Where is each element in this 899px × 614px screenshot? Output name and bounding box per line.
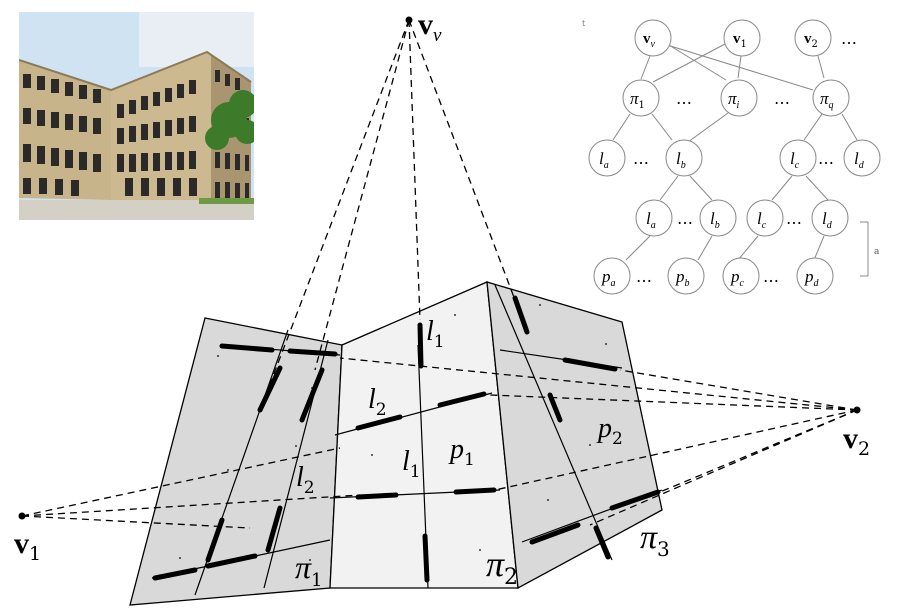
tree-node-v2: v2 (794, 19, 832, 57)
tree-node-la-r4: la (635, 199, 673, 237)
tree-node-pi1: π1 (622, 79, 660, 117)
svg-text:pc: pc (730, 267, 745, 289)
svg-text:πi: πi (728, 89, 740, 111)
label-l1-top: l1 (426, 316, 445, 352)
label-l2-left: l2 (296, 462, 315, 498)
tree-ellipsis-row2b: … (774, 89, 790, 108)
svg-text:la: la (646, 209, 656, 231)
building-photo (19, 12, 254, 220)
tree-node-lb-r4: lb (699, 199, 737, 237)
svg-text:ld: ld (854, 149, 865, 171)
tree-node-vv: vv (634, 19, 672, 57)
svg-text:v1: v1 (733, 31, 747, 50)
label-p2: p2 (596, 413, 623, 449)
tree-node-lc-r4: lc (746, 199, 784, 237)
tree-ellipsis-row1: … (841, 29, 857, 48)
tree-ellipsis-row4a: … (677, 209, 693, 228)
tree-node-ld-r3: ld (843, 139, 881, 177)
v1-vanishing-lines (21, 447, 361, 529)
plane-pi3-face (486, 281, 663, 590)
tree-node-ld-r4: ld (811, 199, 849, 237)
tree-node-pc: pc (722, 257, 760, 295)
svg-text:v2: v2 (804, 31, 818, 50)
vv-point (405, 16, 413, 24)
tree-edges (612, 41, 869, 277)
vertical-vanishing-lines (261, 19, 516, 406)
label-vv: vv (418, 8, 442, 46)
svg-text:pb: pb (675, 267, 690, 289)
label-pi1: π1 (295, 549, 322, 591)
svg-text:pd: pd (804, 267, 820, 289)
tree-ellipsis-row4b: … (786, 209, 802, 228)
photo-ground (19, 200, 254, 220)
svg-text:lb: lb (676, 149, 686, 171)
label-pi2: π2 (486, 544, 518, 590)
tree-node-piq: πq (812, 79, 850, 117)
texture-dots (179, 304, 607, 561)
label-pi3: π3 (640, 519, 670, 561)
tree-node-la-r3: la (588, 139, 626, 177)
photo-windows-left (23, 74, 101, 196)
svg-text:lc: lc (790, 149, 800, 171)
tree-node-pd: pd (796, 257, 834, 295)
tree-node-pb: pb (667, 257, 705, 295)
tree-node-pii: πi (720, 79, 758, 117)
label-v1: v1 (14, 527, 41, 565)
tree-node-v1: v1 (723, 19, 761, 57)
tree-ellipsis-row3a: … (633, 149, 649, 168)
v2-point (853, 406, 861, 414)
tree-ellipsis-row3b: … (818, 149, 834, 168)
label-v2: v2 (843, 422, 870, 460)
tree-node-lc-r3: lc (779, 139, 817, 177)
tree-node-pa: pa (593, 257, 631, 295)
v1-point (18, 512, 26, 520)
label-l2-mid: l2 (368, 384, 387, 420)
svg-text:la: la (599, 149, 609, 171)
tree-ellipsis-row5a: … (636, 267, 652, 286)
svg-text:π1: π1 (630, 89, 645, 111)
detected-segments (152, 295, 661, 583)
label-l1-mid: l1 (402, 446, 421, 482)
photo-tree (205, 90, 254, 150)
svg-text:lc: lc (757, 209, 767, 231)
tree-corner-mark: t (582, 19, 586, 28)
svg-text:ld: ld (822, 209, 833, 231)
tree-ellipsis-row5b: … (763, 267, 779, 286)
photo-windows-main (117, 80, 197, 196)
tree-node-lb-r3: lb (665, 139, 703, 177)
tree-side-mark: a (874, 247, 880, 257)
svg-text:pa: pa (601, 267, 616, 289)
svg-text:lb: lb (710, 209, 720, 231)
tree-ellipsis-row2a: … (676, 89, 692, 108)
svg-text:πq: πq (820, 89, 834, 111)
label-p1: p1 (448, 434, 475, 470)
svg-text:vv: vv (643, 31, 656, 50)
